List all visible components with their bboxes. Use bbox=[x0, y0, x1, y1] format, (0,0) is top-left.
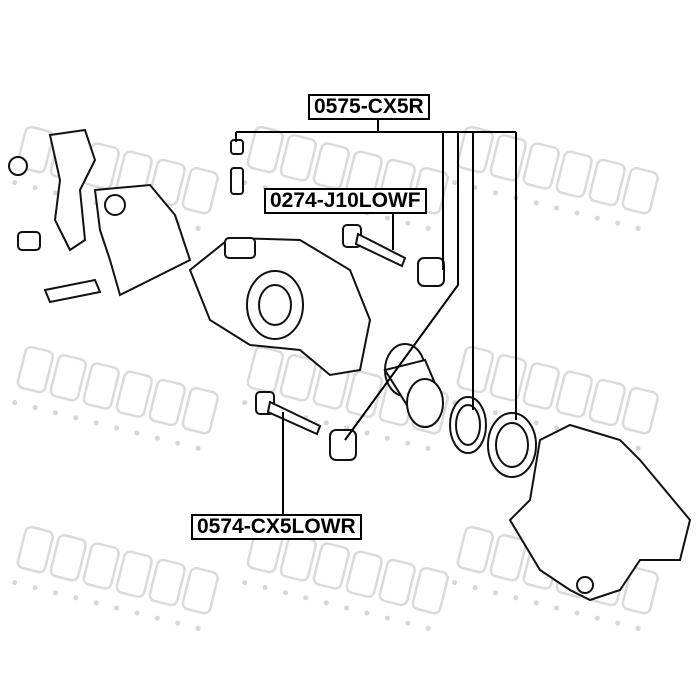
part-label-guide-pin-kit: 0575-CX5R bbox=[308, 94, 430, 120]
part-label-front-pin: 0274-J10LOWF bbox=[264, 188, 427, 214]
bleeder-screw bbox=[230, 139, 244, 195]
caliper-housing bbox=[188, 236, 372, 377]
part-label-rear-pin: 0574-CX5LOWR bbox=[191, 514, 362, 540]
watermark-logo bbox=[12, 525, 219, 631]
piston-seal bbox=[449, 396, 487, 454]
bracket-lever bbox=[8, 128, 192, 304]
leader-lines bbox=[235, 117, 517, 515]
watermark-logo bbox=[242, 525, 449, 631]
rear-guide-pin bbox=[255, 391, 357, 461]
piston bbox=[383, 343, 444, 428]
front-guide-pin bbox=[342, 224, 445, 287]
dust-boot bbox=[487, 412, 537, 478]
watermark-logo bbox=[12, 345, 219, 451]
watermark-logo bbox=[452, 525, 659, 631]
watermark-logo bbox=[452, 125, 659, 231]
watermark-logo bbox=[242, 125, 449, 231]
caliper-carrier bbox=[508, 423, 692, 602]
